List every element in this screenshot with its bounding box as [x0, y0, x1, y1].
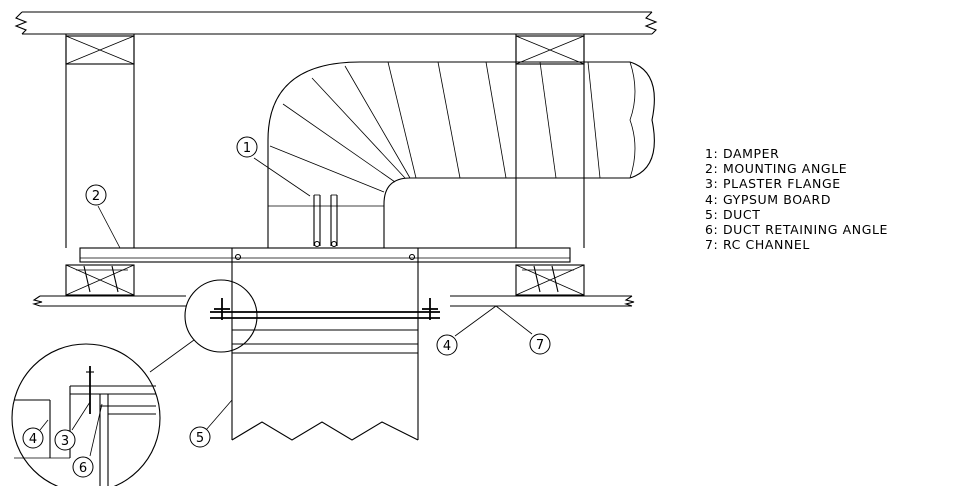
legend-number: 3: — [705, 176, 719, 192]
callout-gypsum-board: 4 — [436, 305, 497, 356]
duct — [231, 353, 419, 441]
legend-number: 4: — [705, 191, 719, 207]
legend-label: PLASTER FLANGE — [722, 176, 841, 192]
detail-circle — [149, 279, 258, 373]
svg-text:4: 4 — [29, 432, 37, 447]
damper-sleeve — [231, 262, 419, 354]
legend-item-duct-retaining-angle: 6: DUCT RETAINING ANGLE — [705, 222, 888, 237]
enlarged-detail — [11, 343, 161, 486]
callout-rc-channel: 7 — [495, 305, 551, 355]
callout-damper: 1 — [236, 136, 311, 197]
svg-text:2: 2 — [92, 189, 100, 204]
callout-duct: 5 — [189, 399, 233, 448]
svg-text:7: 7 — [536, 338, 544, 353]
legend-number: 5: — [705, 206, 719, 222]
legend-label: DAMPER — [722, 146, 780, 161]
legend-number: 6: — [705, 222, 719, 238]
svg-text:6: 6 — [79, 461, 87, 476]
callout-detail-plaster-flange: 3 — [54, 401, 91, 451]
legend-label: RC CHANNEL — [722, 237, 810, 253]
legend-item-rc-channel: 7: RC CHANNEL — [705, 237, 888, 252]
callout-detail-gypsum-board: 4 — [22, 419, 49, 449]
legend-item-duct: 5: DUCT — [705, 207, 888, 222]
damper-blades — [313, 194, 338, 248]
legend-number: 7: — [705, 237, 719, 253]
legend-item-plaster-flange: 3: PLASTER FLANGE — [705, 176, 888, 191]
callout-detail-duct-retaining-angle: 6 — [72, 403, 103, 478]
svg-text:4: 4 — [443, 339, 451, 354]
legend-item-mounting-angle: 2: MOUNTING ANGLE — [705, 161, 888, 176]
top-beam — [14, 11, 658, 35]
svg-text:5: 5 — [196, 431, 204, 446]
legend-item-damper: 1: DAMPER — [705, 146, 888, 161]
legend-label: MOUNTING ANGLE — [722, 161, 848, 177]
legend-label: DUCT RETAINING ANGLE — [722, 222, 889, 238]
svg-text:1: 1 — [243, 141, 251, 156]
legend-number: 1: — [705, 146, 719, 161]
gypsum-board — [32, 295, 635, 319]
legend-item-gypsum-board: 4: GYPSUM BOARD — [705, 192, 888, 207]
callout-mounting-angle: 2 — [85, 184, 121, 249]
mounting-angle — [79, 247, 571, 263]
legend: 1: DAMPER 2: MOUNTING ANGLE 3: PLASTER F… — [705, 146, 888, 252]
right-stud — [515, 34, 585, 296]
legend-label: DUCT — [722, 206, 761, 222]
left-stud — [65, 34, 135, 296]
legend-label: GYPSUM BOARD — [722, 191, 832, 207]
legend-number: 2: — [705, 161, 719, 177]
svg-text:3: 3 — [61, 434, 69, 449]
flex-duct-elbow — [267, 61, 655, 248]
retaining-angles — [76, 265, 574, 320]
